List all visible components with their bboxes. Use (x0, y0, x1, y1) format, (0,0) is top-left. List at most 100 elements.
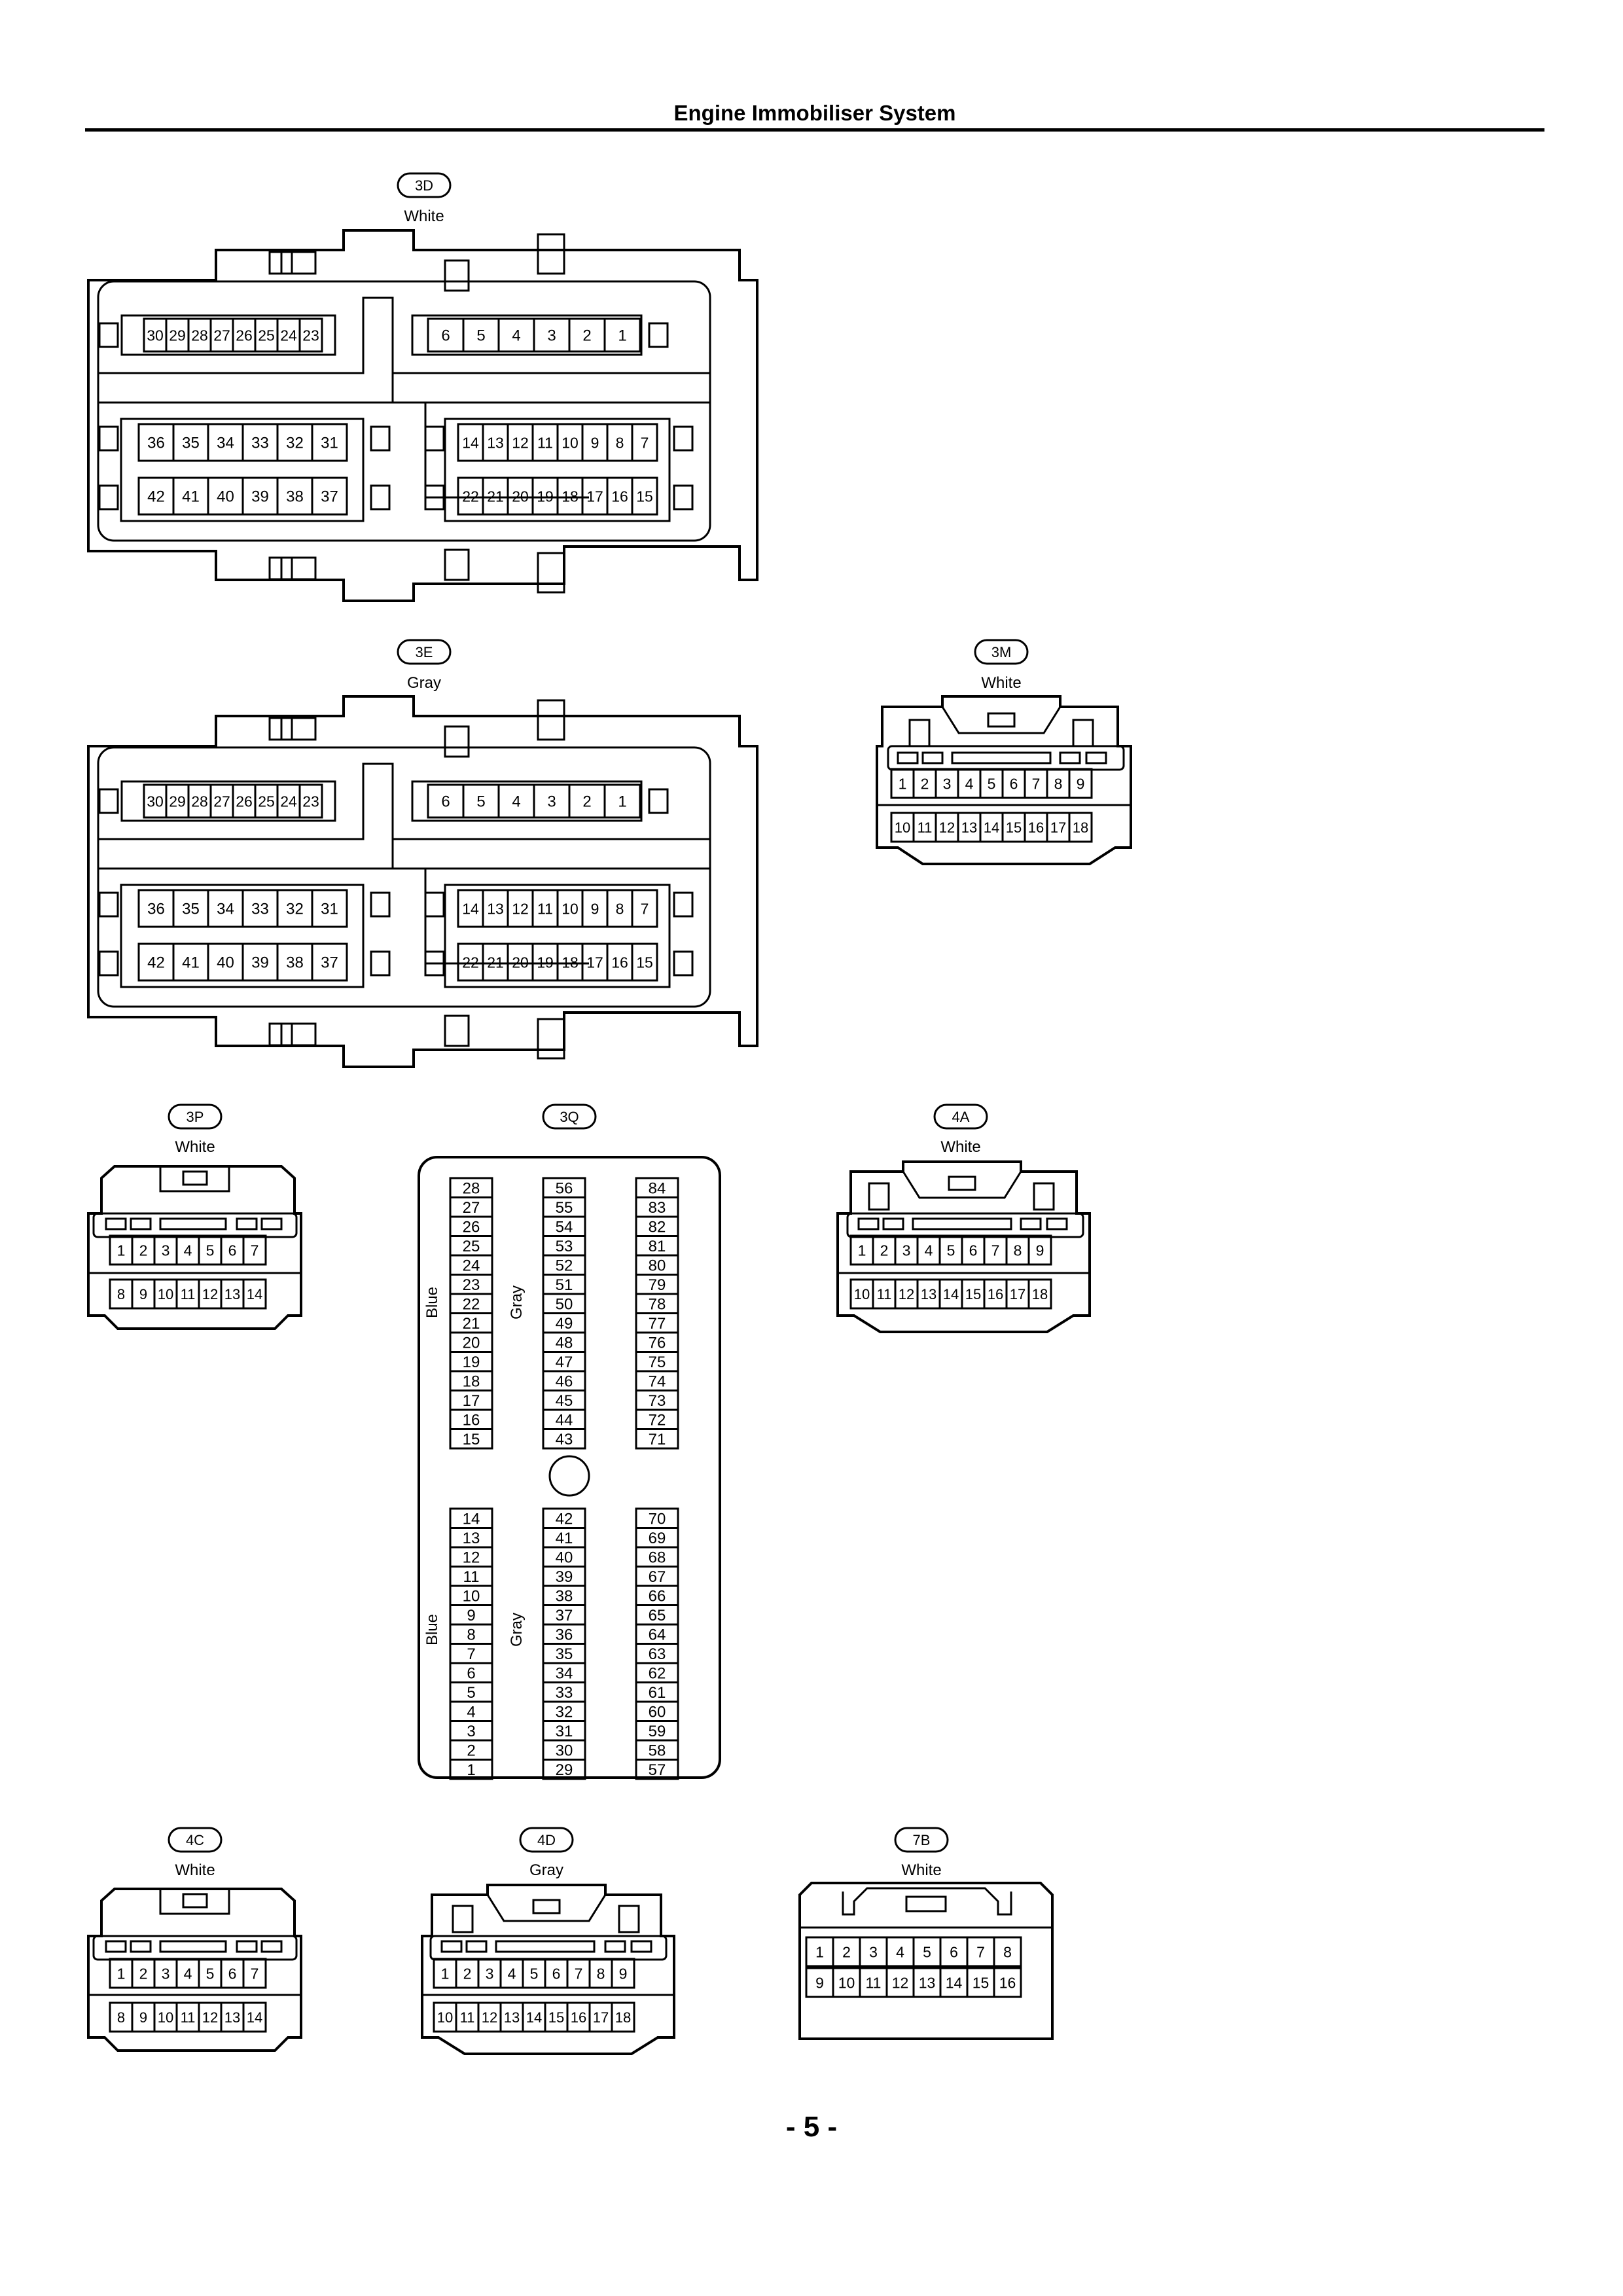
pin-3p-6: 6 (228, 1242, 237, 1259)
connector-4a-id: 4A (952, 1109, 970, 1125)
pin-3p-11: 11 (181, 1286, 196, 1302)
connector-4a-color: White (940, 1138, 980, 1156)
connector-4d-color: Gray (529, 1861, 563, 1879)
pin-3d-15-cell (631, 476, 658, 516)
pin-4d-18-cell (611, 2001, 635, 2033)
pin-4c-5: 5 (206, 1965, 215, 1982)
pin-3d-13: 13 (487, 434, 504, 451)
pin-4d-15: 15 (548, 2009, 564, 2026)
pin-3e-17: 17 (586, 954, 603, 971)
pin-3d-9: 9 (591, 434, 599, 451)
pin-4d-13: 13 (504, 2009, 520, 2026)
pin-3d-25: 25 (258, 327, 275, 344)
pin-7b-2: 2 (842, 1943, 851, 1960)
pin-3q-43-cell (542, 1428, 586, 1450)
pin-3q-49: 49 (556, 1315, 573, 1333)
pin-3q-73: 73 (649, 1392, 666, 1410)
pin-4c-1: 1 (117, 1965, 126, 1982)
pin-4a-9-cell (1027, 1234, 1052, 1266)
pin-4a-5: 5 (947, 1242, 955, 1259)
pin-3d-29: 29 (169, 327, 186, 344)
pin-3q-71-cell (635, 1428, 679, 1450)
pin-4d-4: 4 (508, 1965, 516, 1982)
pin-4c-12: 12 (202, 2009, 218, 2026)
pin-3q-43: 43 (556, 1431, 573, 1448)
pin-4d-1: 1 (441, 1965, 450, 1982)
pin-3m-14: 14 (984, 819, 999, 836)
pin-3d-19: 19 (537, 488, 554, 505)
pin-3q-16: 16 (463, 1411, 480, 1429)
pin-3d-38: 38 (286, 488, 304, 506)
pin-3e-12: 12 (512, 900, 529, 917)
pin-7b-1: 1 (815, 1943, 824, 1960)
pin-3d-4: 4 (512, 327, 520, 345)
pin-3d-37: 37 (321, 488, 338, 506)
pin-3d-18: 18 (562, 488, 579, 505)
pin-4a-12: 12 (899, 1286, 914, 1302)
pin-3q-37: 37 (556, 1607, 573, 1624)
connector-4d-id: 4D (537, 1832, 556, 1848)
pin-3q-42: 42 (556, 1510, 573, 1528)
pin-3p-5: 5 (206, 1242, 215, 1259)
pin-3e-14: 14 (462, 900, 479, 917)
pin-3e-8: 8 (616, 900, 624, 917)
pin-3q-40: 40 (556, 1549, 573, 1566)
pin-3d-11: 11 (537, 434, 553, 451)
pin-3d-33: 33 (251, 435, 269, 452)
pin-3q-74: 74 (649, 1372, 666, 1390)
pin-3q-72: 72 (649, 1411, 666, 1429)
pin-3q-10: 10 (463, 1587, 480, 1605)
pin-3m-6: 6 (1010, 775, 1018, 792)
pin-3e-32: 32 (286, 901, 304, 918)
pin-3e-1-cell (603, 783, 641, 819)
pin-3d-7: 7 (641, 434, 649, 451)
pin-3e-21: 21 (487, 954, 504, 971)
pin-4a-8: 8 (1014, 1242, 1022, 1259)
pin-3e-1: 1 (618, 793, 626, 811)
pin-4c-13: 13 (224, 2009, 240, 2026)
pin-3d-37-cell (311, 476, 348, 516)
pin-3m-12: 12 (939, 819, 955, 836)
pin-3e-41: 41 (182, 954, 200, 972)
pin-3q-29: 29 (556, 1761, 573, 1779)
pin-3q-56: 56 (556, 1179, 573, 1197)
pin-3e-13: 13 (487, 900, 504, 917)
pin-3d-39: 39 (251, 488, 269, 506)
pin-3q-8: 8 (467, 1626, 475, 1643)
pin-3q-62: 62 (649, 1664, 666, 1682)
pin-3q-1-cell (449, 1759, 493, 1780)
pin-3q-7: 7 (467, 1645, 475, 1663)
pin-7b-14: 14 (946, 1974, 963, 1991)
pin-3e-9: 9 (591, 900, 599, 917)
pin-3d-5: 5 (476, 327, 485, 345)
pin-3m-7: 7 (1032, 775, 1041, 792)
pin-3d-35: 35 (182, 435, 200, 452)
pin-3q-46: 46 (556, 1372, 573, 1390)
pin-3d-15: 15 (636, 488, 653, 505)
pin-3d-6: 6 (441, 327, 450, 345)
pin-3q-77: 77 (649, 1315, 666, 1333)
pin-3q-60: 60 (649, 1703, 666, 1721)
pin-3m-5: 5 (988, 775, 996, 792)
pin-3q-19: 19 (463, 1354, 480, 1371)
pin-3d-30: 30 (147, 327, 164, 344)
pin-4d-17: 17 (593, 2009, 609, 2026)
pin-3e-10: 10 (562, 900, 579, 917)
pin-3e-35: 35 (182, 901, 200, 918)
pin-4c-8: 8 (117, 2009, 125, 2026)
pin-4a-4: 4 (925, 1242, 933, 1259)
connector-7b-id: 7B (913, 1832, 931, 1848)
pin-3d-10: 10 (562, 434, 579, 451)
pin-3q-36: 36 (556, 1626, 573, 1643)
pin-4a-14: 14 (943, 1286, 959, 1302)
title-rule (85, 128, 1544, 132)
connector-4c-id: 4C (186, 1832, 204, 1848)
pin-3q-52: 52 (556, 1257, 573, 1274)
pin-3e-31-cell (311, 889, 348, 928)
pin-3e-27: 27 (213, 793, 230, 810)
pin-7b-9: 9 (815, 1974, 824, 1991)
pin-3d-7-cell (631, 423, 658, 462)
